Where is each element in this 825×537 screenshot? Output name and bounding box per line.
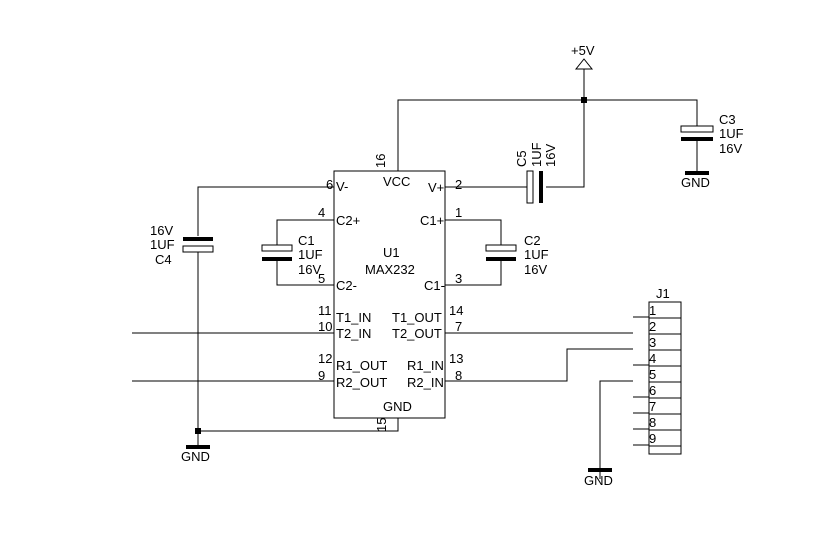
c1-voltage: 16V <box>298 262 321 277</box>
u1-pin-gnd: GND <box>383 399 412 414</box>
u1-pin-vplus: V+ <box>428 180 444 195</box>
u1-pin-r2out: R2_OUT <box>336 375 387 390</box>
u1-pin-r2in: R2_IN <box>407 375 444 390</box>
gnd-left-label: GND <box>181 449 210 464</box>
c3-ref: C3 <box>719 112 736 127</box>
u1-pin-num-4: 4 <box>318 205 325 220</box>
j1-ref: J1 <box>656 286 670 301</box>
u1-pin-num-3: 3 <box>455 271 462 286</box>
u1-pin-num-11: 11 <box>318 303 332 318</box>
gnd-c3-label: GND <box>681 175 710 190</box>
gnd-j1-label: GND <box>584 473 613 488</box>
u1-body <box>333 170 446 419</box>
junction-vcc <box>581 97 587 103</box>
j1-pin-3: 3 <box>649 335 656 350</box>
j1-pin-2: 2 <box>649 319 656 334</box>
vcc-net: +5V <box>397 43 698 188</box>
c4-value: 1UF <box>150 237 175 252</box>
u1-pin-num-1: 1 <box>455 205 462 220</box>
signal-nets: GND <box>132 316 649 488</box>
c3-voltage: 16V <box>719 141 742 156</box>
u1-pin-num-13: 13 <box>449 351 463 366</box>
u1-pin-num-15: 15 <box>374 418 389 432</box>
u1-pin-vcc: VCC <box>383 174 410 189</box>
c1-capacitor: C1 1UF 16V <box>261 219 334 286</box>
vcc-arrow-icon <box>574 58 594 70</box>
u1-pin-num-10: 10 <box>318 319 332 334</box>
c2-capacitor: C2 1UF 16V <box>445 219 549 286</box>
junction-gnd <box>195 428 201 434</box>
u1-pin-c2minus: C2- <box>336 278 357 293</box>
u1-pin-c1plus: C1+ <box>420 213 444 228</box>
u1-pin-num-14: 14 <box>449 303 463 318</box>
u1-pin-num-8: 8 <box>455 368 462 383</box>
c4-voltage: 16V <box>150 223 173 238</box>
u1-pin-num-9: 9 <box>318 368 325 383</box>
j1-pin-7: 7 <box>649 399 656 414</box>
u1-pin-num-2: 2 <box>455 177 462 192</box>
c1-ref: C1 <box>298 233 315 248</box>
c5-voltage: 16V <box>543 144 558 167</box>
j1-pin-4: 4 <box>649 351 656 366</box>
c4-capacitor: 16V 1UF C4 GND <box>150 186 399 464</box>
j1-pin-5: 5 <box>649 367 656 382</box>
u1-pin-num-7: 7 <box>455 319 462 334</box>
u1-value: MAX232 <box>365 262 415 277</box>
vcc-label: +5V <box>571 43 595 58</box>
j1-pin-8: 8 <box>649 415 656 430</box>
u1-pin-t2out: T2_OUT <box>392 326 442 341</box>
c5-ref: C5 <box>514 150 529 167</box>
j1-pin-1: 1 <box>649 303 656 318</box>
c5-value: 1UF <box>529 142 544 167</box>
j1-connector: J1 1 2 3 4 5 6 7 8 9 <box>648 286 682 455</box>
u1-pin-t1out: T1_OUT <box>392 310 442 325</box>
c2-ref: C2 <box>524 233 541 248</box>
j1-pin-6: 6 <box>649 383 656 398</box>
c2-voltage: 16V <box>524 262 547 277</box>
c1-value: 1UF <box>298 247 323 262</box>
u1-ref: U1 <box>383 245 400 260</box>
j1-pin-9: 9 <box>649 431 656 446</box>
c5-capacitor: C5 1UF 16V <box>445 142 558 204</box>
u1-pin-num-16: 16 <box>373 154 388 168</box>
u1-pin-num-12: 12 <box>318 351 332 366</box>
c3-value: 1UF <box>719 126 744 141</box>
u1-pin-r1in: R1_IN <box>407 358 444 373</box>
c3-capacitor: C3 1UF 16V GND <box>680 112 744 190</box>
u1-pin-c1minus: C1- <box>424 278 445 293</box>
u1-pin-r1out: R1_OUT <box>336 358 387 373</box>
u1-pin-c2plus: C2+ <box>336 213 360 228</box>
u1-max232: U1 MAX232 VCC V- V+ C2+ C1+ C2- C1- T1_I… <box>318 154 463 432</box>
u1-pin-num-5: 5 <box>318 271 325 286</box>
u1-pin-t1in: T1_IN <box>336 310 371 325</box>
c4-ref: C4 <box>155 252 172 267</box>
u1-pin-t2in: T2_IN <box>336 326 371 341</box>
u1-pin-vminus: V- <box>336 179 348 194</box>
c2-value: 1UF <box>524 247 549 262</box>
u1-pin-num-6: 6 <box>326 177 333 192</box>
j1-body <box>648 301 682 455</box>
